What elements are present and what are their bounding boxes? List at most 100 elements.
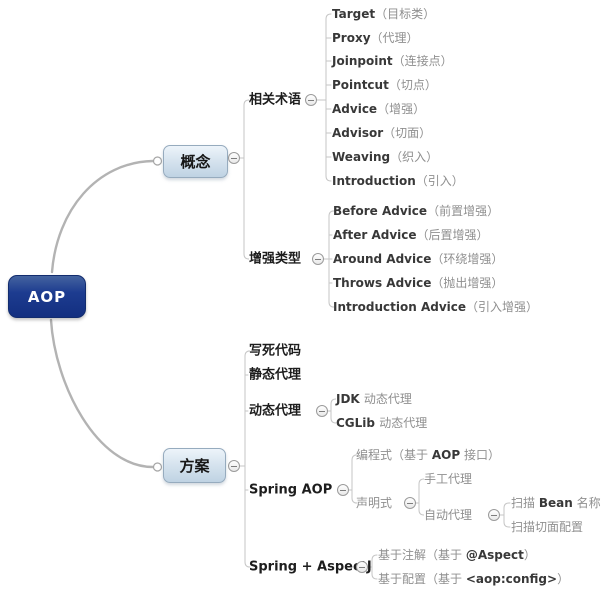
branch-lines-terms xyxy=(316,13,332,182)
topic-t-advisor-text-cn: （切面） xyxy=(383,126,432,140)
topic-staticproxy[interactable]: 静态代理 xyxy=(249,367,301,384)
topic-byconfig-text-cn: 基于配置（基于 xyxy=(378,572,466,586)
topic-types-text-label: 增强类型 xyxy=(249,251,302,267)
topic-t-advice[interactable]: Advice（增强） xyxy=(332,101,425,117)
topic-t-pointcut-text-en: Pointcut xyxy=(332,78,389,92)
topic-springaop-text-label: Spring AOP xyxy=(249,482,333,498)
topic-a-around[interactable]: Around Advice（环绕增强） xyxy=(333,251,503,267)
topic-a-before-text-cn: （前置增强） xyxy=(427,204,500,218)
topic-t-proxy[interactable]: Proxy（代理） xyxy=(332,30,419,46)
topic-aspectj[interactable]: Spring + AspectJ xyxy=(249,559,372,576)
topic-byannotation-text-en: @Aspect xyxy=(465,548,524,562)
topic-jdk-text-cn: 动态代理 xyxy=(363,392,412,406)
topic-aop-root[interactable]: AOP xyxy=(8,275,86,318)
topic-a-around-text-cn: （环绕增强） xyxy=(431,252,504,266)
topic-concept[interactable]: 概念 xyxy=(163,145,228,178)
topic-a-introduction-text-cn: （引入增强） xyxy=(466,300,539,314)
topic-jdk[interactable]: JDK 动态代理 xyxy=(336,391,412,407)
topic-declarative[interactable]: 声明式 xyxy=(356,495,392,511)
topic-a-after-text-en: After Advice xyxy=(333,228,417,242)
topic-t-advisor-text-en: Advisor xyxy=(332,126,384,140)
topic-manualproxy[interactable]: 手工代理 xyxy=(424,471,472,487)
collapse-button-types[interactable] xyxy=(312,253,324,265)
topic-cglib[interactable]: CGLib 动态代理 xyxy=(336,415,427,431)
topic-byannotation[interactable]: 基于注解（基于 @Aspect） xyxy=(378,547,536,563)
branch-lines-declarative xyxy=(415,478,425,516)
collapse-button-plan[interactable] xyxy=(228,460,240,472)
topic-programmatic-text-cn: 编程式（基于 xyxy=(356,448,432,462)
branch-lines-dynamicproxy xyxy=(327,398,337,424)
topic-byannotation-text-cn: ） xyxy=(523,548,536,562)
branch-lines-plan xyxy=(239,350,251,568)
topic-scanaspect[interactable]: 扫描切面配置 xyxy=(511,519,583,535)
topic-autoproxy[interactable]: 自动代理 xyxy=(424,507,472,523)
topic-byconfig-text-cn: ） xyxy=(557,572,570,586)
topic-t-proxy-text-cn: （代理） xyxy=(370,31,419,45)
topic-a-introduction[interactable]: Introduction Advice（引入增强） xyxy=(333,299,538,315)
topic-manualproxy-text-cn: 手工代理 xyxy=(424,472,473,486)
topic-dynamicproxy[interactable]: 动态代理 xyxy=(249,403,301,420)
topic-t-weaving-text-cn: （织入） xyxy=(390,150,439,164)
topic-t-joinpoint-text-en: Joinpoint xyxy=(332,54,393,68)
branch-lines-aspectj xyxy=(367,554,378,580)
topic-t-advisor[interactable]: Advisor（切面） xyxy=(332,125,431,141)
topic-terms[interactable]: 相关术语 xyxy=(249,92,301,109)
topic-t-target-text-cn: （目标类） xyxy=(375,7,436,21)
topic-aspectj-text-label: Spring + AspectJ xyxy=(249,559,372,575)
topic-a-after[interactable]: After Advice（后置增强） xyxy=(333,227,489,243)
anchor-dot-plan xyxy=(152,462,163,472)
topic-t-advice-text-en: Advice xyxy=(332,102,378,116)
topic-scanbean-text-en: Bean xyxy=(538,496,573,510)
collapse-button-terms[interactable] xyxy=(305,94,317,106)
topic-t-target[interactable]: Target（目标类） xyxy=(332,6,435,22)
topic-autoproxy-text-cn: 自动代理 xyxy=(424,508,473,522)
topic-springaop[interactable]: Spring AOP xyxy=(249,482,332,499)
topic-byconfig[interactable]: 基于配置（基于 <aop:config>） xyxy=(378,571,569,587)
topic-scanbean-text-cn: 名称 xyxy=(572,496,601,510)
topic-scanbean[interactable]: 扫描 Bean 名称 xyxy=(511,495,601,511)
topic-hardcode-text-label: 写死代码 xyxy=(249,343,302,359)
topic-hardcode[interactable]: 写死代码 xyxy=(249,343,301,360)
topic-programmatic[interactable]: 编程式（基于 AOP 接口） xyxy=(356,447,500,463)
topic-programmatic-text-en: AOP xyxy=(431,448,461,462)
topic-staticproxy-text-label: 静态代理 xyxy=(249,367,302,383)
topic-t-proxy-text-en: Proxy xyxy=(332,31,371,45)
topic-types[interactable]: 增强类型 xyxy=(249,251,301,268)
topic-a-throws[interactable]: Throws Advice（抛出增强） xyxy=(333,275,503,291)
curve-root-to-plan xyxy=(49,318,155,469)
topic-byconfig-text-en: <aop:config> xyxy=(465,572,558,586)
collapse-button-springaop[interactable] xyxy=(337,484,349,496)
topic-a-before-text-en: Before Advice xyxy=(333,204,428,218)
topic-t-pointcut-text-cn: （切点） xyxy=(388,78,437,92)
collapse-button-declarative[interactable] xyxy=(404,497,416,509)
topic-dynamicproxy-text-label: 动态代理 xyxy=(249,403,302,419)
collapse-button-dynamicproxy[interactable] xyxy=(316,405,328,417)
topic-t-pointcut[interactable]: Pointcut（切点） xyxy=(332,77,437,93)
topic-a-throws-text-en: Throws Advice xyxy=(333,276,432,290)
topic-a-after-text-cn: （后置增强） xyxy=(416,228,489,242)
collapse-button-aspectj[interactable] xyxy=(356,561,368,573)
topic-t-joinpoint[interactable]: Joinpoint（连接点） xyxy=(332,53,453,69)
topic-t-weaving[interactable]: Weaving（织入） xyxy=(332,149,438,165)
topic-scanaspect-text-cn: 扫描切面配置 xyxy=(511,520,584,534)
topic-t-introduction[interactable]: Introduction（引入） xyxy=(332,173,464,189)
curve-root-to-concept xyxy=(50,159,155,274)
topic-declarative-text-cn: 声明式 xyxy=(356,496,393,510)
topic-plan[interactable]: 方案 xyxy=(163,448,226,483)
collapse-button-autoproxy[interactable] xyxy=(488,509,500,521)
topic-scanbean-text-cn: 扫描 xyxy=(511,496,539,510)
topic-a-introduction-text-en: Introduction Advice xyxy=(333,300,467,314)
branch-lines-types xyxy=(323,210,335,308)
topic-t-joinpoint-text-cn: （连接点） xyxy=(392,54,453,68)
branch-lines-autoproxy xyxy=(499,502,511,528)
branch-lines-springaop xyxy=(348,454,358,504)
collapse-button-concept[interactable] xyxy=(228,152,240,164)
topic-a-around-text-en: Around Advice xyxy=(333,252,432,266)
topic-terms-text-label: 相关术语 xyxy=(249,92,302,108)
topic-a-before[interactable]: Before Advice（前置增强） xyxy=(333,203,499,219)
topic-t-advice-text-cn: （增强） xyxy=(377,102,426,116)
topic-t-introduction-text-en: Introduction xyxy=(332,174,416,188)
topic-t-target-text-en: Target xyxy=(332,7,376,21)
